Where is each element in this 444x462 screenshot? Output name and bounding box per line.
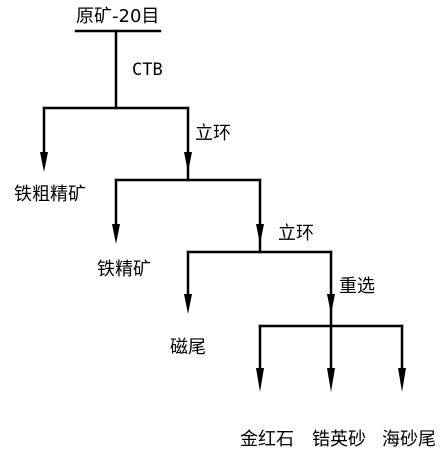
feed-label: 原矿-20目 (76, 6, 160, 27)
product-zircon-sand: 锆英砂 (312, 429, 366, 450)
stage-label-gravity: 重选 (339, 276, 375, 297)
arrow-down-icon (256, 368, 264, 392)
product-iron-concentrate: 铁精矿 (97, 259, 151, 280)
stage-label-magnetic-1: 立环 (195, 123, 231, 144)
arrow-down-icon (112, 224, 120, 244)
stage-label-magnetic-2: 立环 (278, 223, 314, 244)
arrow-down-icon (398, 368, 406, 392)
arrow-down-icon (40, 152, 48, 172)
arrow-down-icon (184, 294, 192, 314)
product-rutile: 金红石 (240, 429, 294, 450)
product-sea-sand-tailings: 海砂尾 (382, 429, 436, 450)
stage-label-ctb: CTB (132, 60, 163, 80)
arrow-down-icon (327, 294, 335, 314)
product-iron-rough-concentrate: 铁粗精矿 (14, 184, 86, 205)
arrow-down-icon (184, 152, 192, 172)
arrow-down-icon (327, 368, 335, 392)
product-magnetic-tailings: 磁尾 (170, 337, 206, 358)
arrow-down-icon (256, 224, 264, 244)
